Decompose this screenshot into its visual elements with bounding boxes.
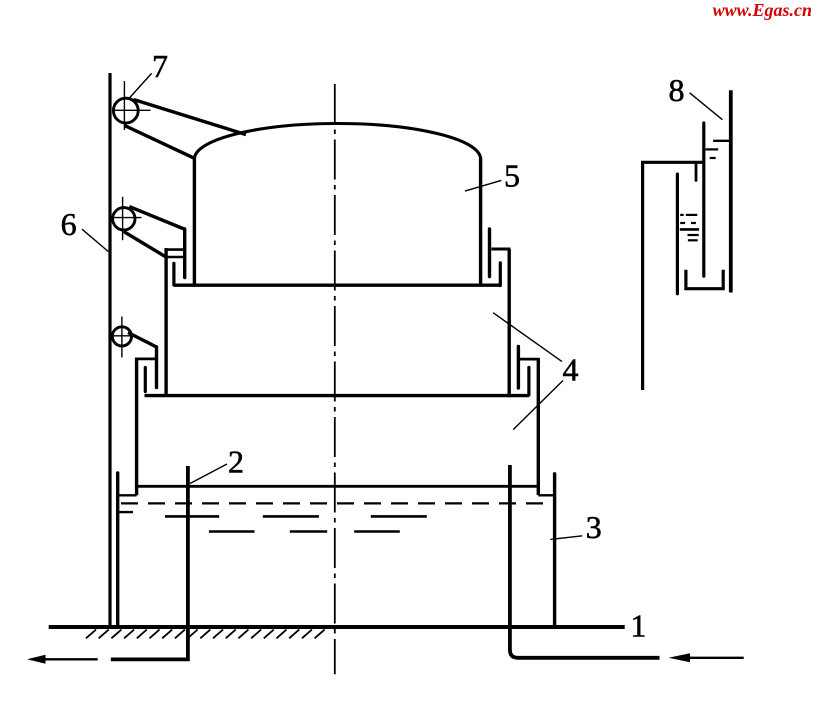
- svg-text:6: 6: [61, 206, 77, 242]
- svg-text:4: 4: [563, 352, 579, 388]
- svg-text:3: 3: [586, 509, 602, 545]
- svg-text:7: 7: [152, 48, 168, 84]
- svg-text:8: 8: [669, 72, 685, 108]
- svg-text:2: 2: [228, 443, 244, 479]
- svg-text:www.Egas.cn: www.Egas.cn: [713, 0, 812, 20]
- svg-text:5: 5: [504, 158, 520, 194]
- svg-text:1: 1: [630, 608, 646, 644]
